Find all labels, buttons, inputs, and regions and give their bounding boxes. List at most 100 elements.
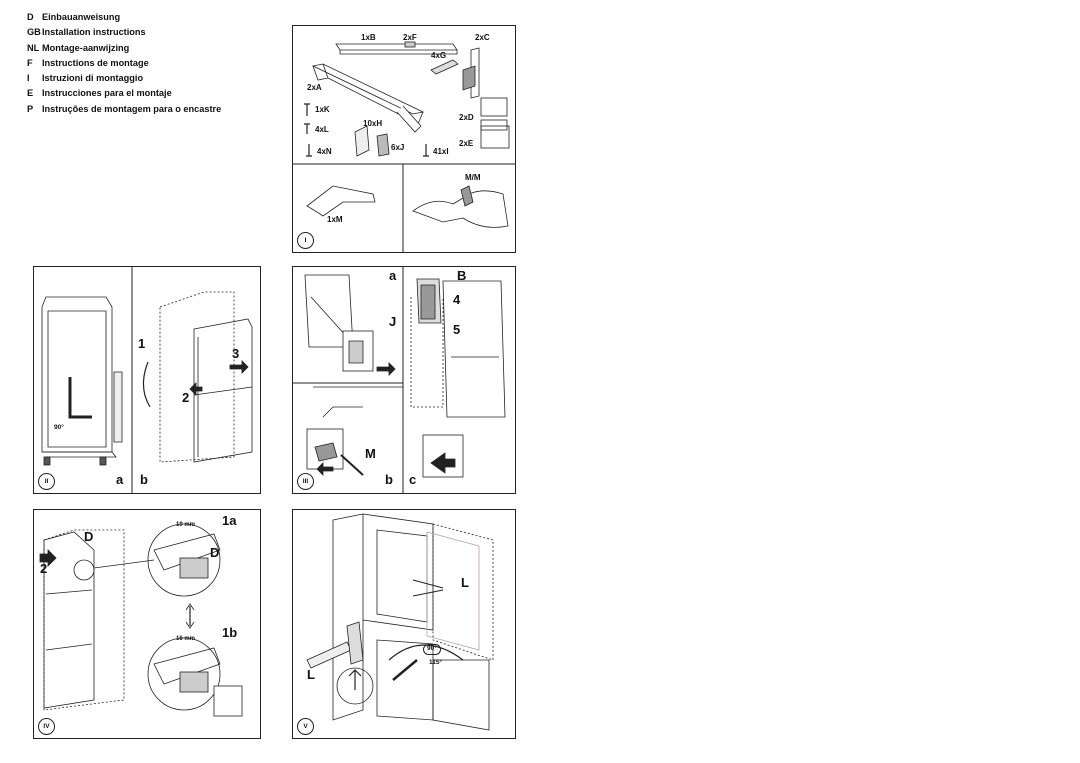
qty-b: 1xB	[361, 33, 376, 42]
part-label-d1: D	[84, 529, 94, 544]
lang-text: Installation instructions	[42, 27, 146, 38]
angle-90: 90°	[423, 644, 441, 655]
door-alignment-illustration	[306, 513, 494, 731]
step-4: 4	[453, 292, 461, 307]
qty-c: 2xC	[475, 33, 490, 42]
tool-m-icon	[314, 442, 338, 462]
qty-j: 6xJ	[391, 143, 405, 152]
part-label-l2: L	[307, 667, 315, 682]
qty-g: 4xG	[431, 51, 447, 60]
panel-number-iv: IV	[38, 718, 55, 735]
screw-l-icon	[304, 123, 310, 134]
hinge-cover-e-icon	[480, 125, 510, 149]
panel-i-parts: 1xB 2xF 2xC 4xG 2xA 1xK 4xL 10xH 2xD 4xN…	[292, 25, 516, 253]
dim-19mm: 19 mm	[176, 522, 196, 528]
lang-text: Instructions de montage	[42, 57, 149, 68]
step-1a: 1a	[222, 513, 237, 528]
lang-code: F	[27, 57, 33, 68]
upper-compartment-icon	[376, 529, 428, 623]
bracket-j-icon	[376, 133, 390, 157]
angle-label: 90°	[54, 424, 64, 431]
qty-i: 41xI	[433, 147, 449, 156]
qty-k: 1xK	[315, 105, 330, 114]
qty-f: 2xF	[403, 33, 417, 42]
lang-text: Istruzioni di montaggio	[42, 73, 144, 84]
lang-code: E	[27, 88, 34, 99]
lang-text: Montage-aanwijzing	[42, 42, 130, 53]
arrow-right-icon	[229, 360, 249, 374]
label-mm: M/M	[465, 173, 481, 182]
sub-label-b: b	[140, 472, 148, 487]
detail-1a-circle	[147, 523, 221, 597]
step-1b: 1b	[222, 625, 238, 640]
panel-v-door-alignment: L L 90° 115° V	[292, 509, 516, 739]
fridge-side-icon	[442, 280, 506, 418]
door-seal-icon	[113, 371, 123, 443]
cabinet-illustration	[41, 267, 253, 493]
panel-iv-hinge-cover: D D 2 1a 1b 19 mm 16 mm IV	[33, 509, 261, 739]
hinge-cover-illustration	[39, 523, 243, 717]
part-label-d2: D	[210, 545, 220, 560]
parts-illustration	[293, 41, 515, 252]
part-label-l1: L	[461, 575, 469, 590]
qty-a: 2xA	[307, 83, 322, 92]
sub-label-a: a	[389, 268, 397, 283]
arrow-right-icon	[376, 362, 396, 376]
panel-iii-mounting: a B 4 5 J M b c III	[292, 266, 516, 494]
qty-l: 4xL	[315, 125, 329, 134]
lang-text: Einbauanweisung	[42, 12, 121, 22]
language-row-d: D Einbauanweisung	[27, 10, 221, 25]
lang-text: Instrucciones para el montaje	[42, 88, 172, 99]
part-g-icon	[430, 59, 459, 75]
niche-icon	[41, 296, 113, 453]
panel-ii-preparation: 90° 1 2 3 a b II	[33, 266, 261, 494]
qty-n: 4xN	[317, 147, 332, 156]
step-2: 2	[182, 390, 190, 405]
step-2: 2	[40, 561, 48, 576]
hinge-cover-d-icon	[480, 97, 508, 117]
lang-code: NL	[27, 42, 40, 53]
step-1: 1	[138, 336, 146, 351]
part-label-b: B	[457, 268, 467, 283]
detail-1b-circle	[147, 637, 221, 711]
lang-code: GB	[27, 27, 41, 38]
fridge-icon	[193, 318, 253, 463]
part-f-icon	[404, 41, 416, 48]
lang-code: P	[27, 103, 34, 114]
arrow-left-icon	[316, 462, 334, 476]
bracket-j-icon	[348, 340, 364, 364]
mounting-illustration	[293, 267, 506, 493]
hammer-icon	[306, 641, 352, 669]
sub-label-a: a	[116, 472, 124, 487]
step-5: 5	[453, 322, 461, 337]
arrow-push-icon	[39, 549, 57, 567]
sub-label-c: c	[409, 472, 417, 487]
hands-icon	[412, 190, 509, 228]
arrow-left-icon	[189, 382, 203, 396]
qty-m: 1xM	[327, 215, 343, 224]
panel-number-i: I	[297, 232, 314, 249]
fridge-door-icon	[43, 531, 95, 709]
screw-i-icon	[423, 144, 429, 157]
screw-n-icon	[306, 144, 312, 157]
hinge-cover-icon	[179, 557, 209, 579]
lower-door-icon	[432, 659, 490, 731]
qty-h: 10xH	[363, 119, 383, 128]
dim-16mm: 16 mm	[176, 636, 196, 642]
angle-l-icon	[68, 377, 92, 419]
cable-icon	[142, 361, 151, 408]
lang-code: D	[27, 12, 34, 22]
qty-d: 2xD	[459, 113, 474, 122]
lang-text: Instruções de montagem para o encastre	[42, 103, 222, 114]
cover-icon	[213, 685, 243, 717]
language-row-f: F Instructions de montage	[27, 56, 221, 71]
part-b-icon	[420, 284, 436, 320]
qty-e: 2xE	[459, 139, 474, 148]
panel-number-v: V	[297, 718, 314, 735]
language-row-e: E Instrucciones para el montaje	[27, 86, 221, 101]
tool-m-icon	[306, 185, 376, 217]
angle-115: 115°	[429, 659, 443, 666]
